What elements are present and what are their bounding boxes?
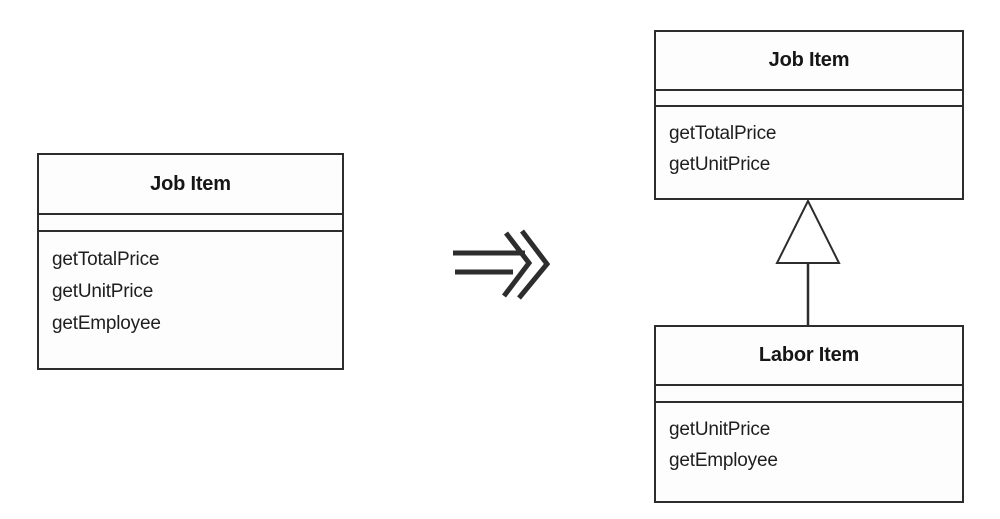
class-attributes-compartment-empty <box>656 386 962 403</box>
class-box-job-item-before: Job Item getTotalPrice getUnitPrice getE… <box>37 153 344 370</box>
method-label: getTotalPrice <box>669 123 777 144</box>
class-title: Labor Item <box>656 327 962 386</box>
method-label: getTotalPrice <box>52 249 160 270</box>
method-label: getUnitPrice <box>52 281 154 302</box>
class-methods-compartment: getTotalPrice getUnitPrice getEmployee <box>39 232 342 368</box>
class-title: Job Item <box>656 32 962 91</box>
class-attributes-compartment-empty <box>39 215 342 232</box>
generalization-arrow-icon <box>775 199 841 326</box>
method-label: getEmployee <box>669 450 778 471</box>
class-box-job-item-after: Job Item getTotalPrice getUnitPrice <box>654 30 964 200</box>
class-methods-compartment: getUnitPrice getEmployee <box>656 403 962 501</box>
class-box-labor-item: Labor Item getUnitPrice getEmployee <box>654 325 964 503</box>
method-label: getEmployee <box>52 313 161 334</box>
refactor-transform-arrow-icon <box>453 229 551 300</box>
class-title: Job Item <box>39 155 342 215</box>
method-label: getUnitPrice <box>669 154 771 175</box>
class-attributes-compartment-empty <box>656 91 962 107</box>
method-label: getUnitPrice <box>669 419 771 440</box>
class-methods-compartment: getTotalPrice getUnitPrice <box>656 107 962 198</box>
